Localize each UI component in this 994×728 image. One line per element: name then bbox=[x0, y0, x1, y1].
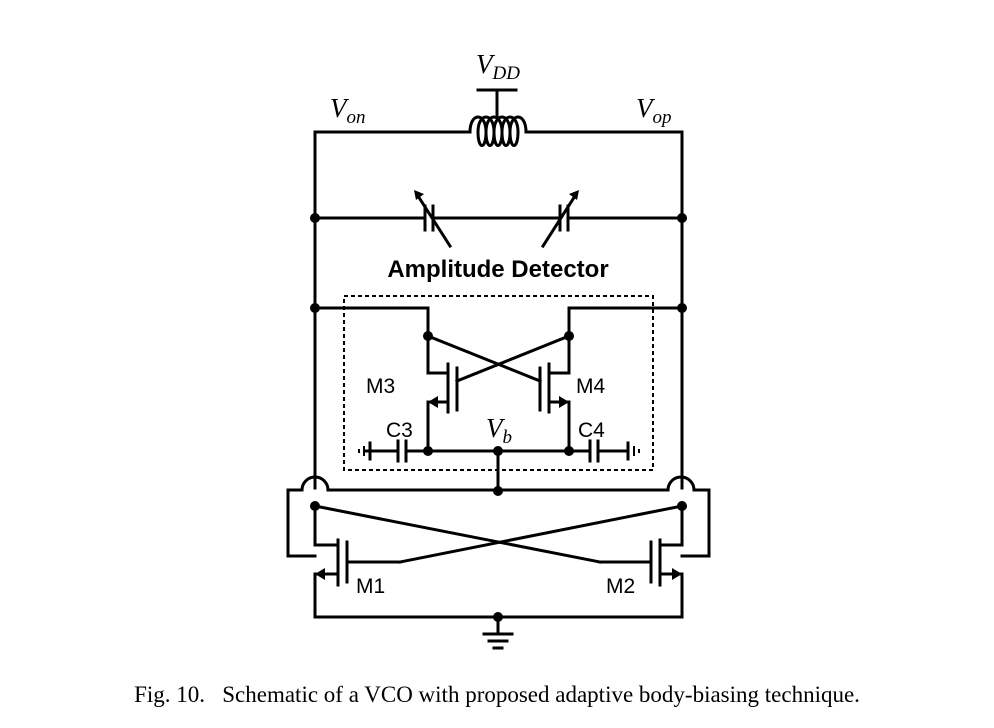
vb-body-bus bbox=[286, 475, 711, 558]
m1-label: M1 bbox=[356, 575, 385, 598]
ground bbox=[482, 612, 514, 650]
vb-label: Vb bbox=[486, 413, 512, 448]
m3-label: M3 bbox=[366, 375, 395, 398]
m4-label: M4 bbox=[576, 375, 605, 398]
vdd-label: VDD bbox=[476, 49, 520, 84]
transistor-m3 bbox=[426, 362, 459, 414]
vdd-supply bbox=[476, 88, 518, 118]
transistor-m1 bbox=[313, 538, 402, 587]
capacitor-c3 bbox=[358, 439, 571, 463]
vop-label: Vop bbox=[636, 93, 672, 128]
inductor bbox=[313, 115, 684, 147]
m2-label: M2 bbox=[606, 575, 635, 598]
transistor-m4 bbox=[538, 362, 571, 414]
c3-label: C3 bbox=[386, 419, 413, 442]
von-label: Von bbox=[330, 93, 366, 128]
figure-caption: Fig. 10. Schematic of a VCO with propose… bbox=[134, 682, 860, 707]
capacitor-c4 bbox=[567, 439, 640, 463]
c4-label: C4 bbox=[578, 419, 605, 442]
transistor-m2 bbox=[598, 538, 684, 587]
amplitude-detector-label: Amplitude Detector bbox=[387, 256, 608, 283]
varactor-pair bbox=[313, 190, 684, 249]
